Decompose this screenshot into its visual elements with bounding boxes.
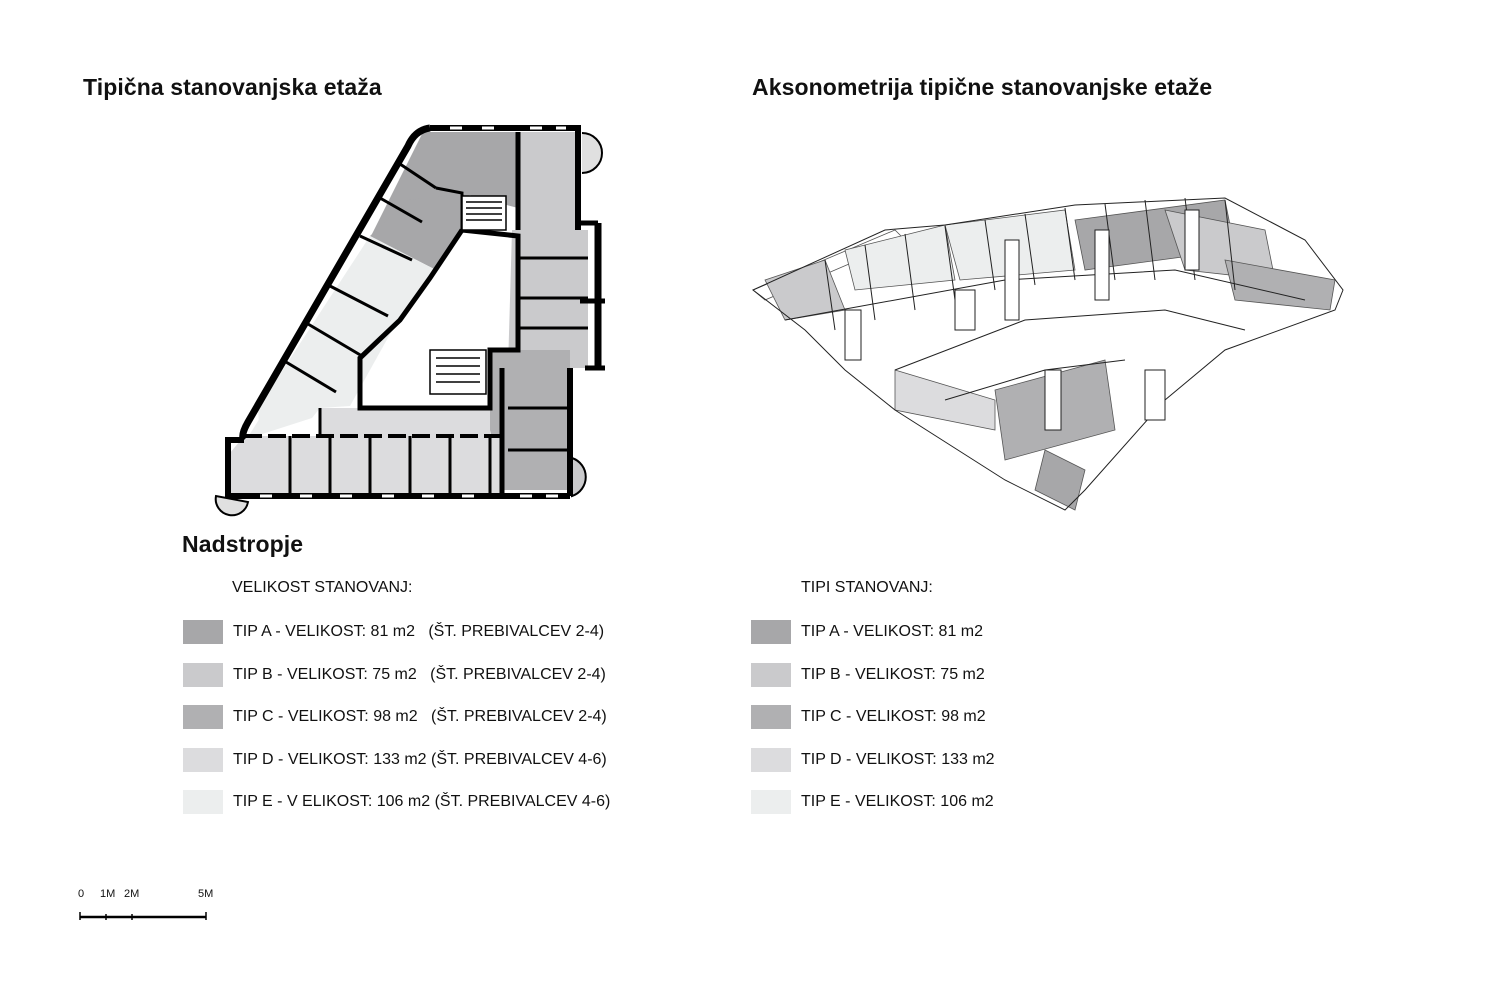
legend-item: TIP E - V ELIKOST: 106 m2 (ŠT. PREBIVALC… xyxy=(183,790,610,814)
legend-swatch xyxy=(751,790,791,814)
legend-item: TIP A - VELIKOST: 81 m2 xyxy=(751,620,983,644)
legend-swatch xyxy=(751,747,791,772)
axo-fills xyxy=(752,199,1336,511)
legend-label: TIP D - VELIKOST: 133 m2 (ŠT. PREBIVALCE… xyxy=(233,750,607,768)
legend-label: TIP E - V ELIKOST: 106 m2 (ŠT. PREBIVALC… xyxy=(233,793,611,810)
legend-label: TIP B - VELIKOST: 75 m2 (ŠT. PREBIVALCEV… xyxy=(233,665,606,683)
legend-swatch xyxy=(183,620,223,644)
legend-swatch xyxy=(183,790,223,814)
legend-item: TIP E - VELIKOST: 106 m2 xyxy=(751,790,994,814)
scale-label-2m: 2M xyxy=(124,888,140,900)
axo-walls xyxy=(752,197,1344,511)
legend-item: TIP B - VELIKOST: 75 m2 (ŠT. PREBIVALCEV… xyxy=(183,662,606,687)
scale-label-0: 0 xyxy=(78,888,85,900)
floor-title: Nadstropje xyxy=(182,531,304,557)
plan-apartment-fills xyxy=(230,132,588,496)
legend-swatch xyxy=(751,662,791,687)
plan-stairs xyxy=(429,195,507,395)
scale-label-1m: 1M xyxy=(100,888,116,900)
legend-swatch xyxy=(183,747,223,772)
legend-swatch xyxy=(751,705,791,729)
legend-label: TIP C - VELIKOST: 98 m2 xyxy=(801,708,986,725)
axonometry-drawing xyxy=(752,197,1344,511)
scale-line xyxy=(79,912,207,920)
axonometry-title: Aksonometrija tipične stanovanjske etaže xyxy=(752,74,1213,100)
legend-label: TIP A - VELIKOST: 81 m2 xyxy=(801,623,984,640)
plan-round-bays xyxy=(214,132,603,517)
legend-label: TIP B - VELIKOST: 75 m2 xyxy=(801,665,985,683)
legend-right-heading: TIPI STANOVANJ: xyxy=(801,579,933,596)
legend-label: TIP A - VELIKOST: 81 m2 (ŠT. PREBIVALCEV… xyxy=(233,623,605,640)
scale-label-5m: 5M xyxy=(198,888,214,900)
legend-item: TIP D - VELIKOST: 133 m2 xyxy=(751,747,995,772)
legend-item: TIP C - VELIKOST: 98 m2 (ŠT. PREBIVALCEV… xyxy=(183,705,607,729)
plan-window-marks xyxy=(260,126,566,498)
floor-plan-drawing xyxy=(214,124,605,517)
legend-label: TIP E - VELIKOST: 106 m2 xyxy=(801,793,994,810)
legend-label: TIP D - VELIKOST: 133 m2 xyxy=(801,750,995,768)
legend-item: TIP D - VELIKOST: 133 m2 (ŠT. PREBIVALCE… xyxy=(183,747,607,772)
legend-swatch xyxy=(751,620,791,644)
legend-item: TIP C - VELIKOST: 98 m2 xyxy=(751,705,986,729)
legend-swatch xyxy=(183,662,223,687)
legend-item: TIP A - VELIKOST: 81 m2 (ŠT. PREBIVALCEV… xyxy=(183,620,604,644)
legend-swatch xyxy=(183,705,223,729)
legend-left-heading: VELIKOST STANOVANJ: xyxy=(232,579,413,596)
legend-label: TIP C - VELIKOST: 98 m2 (ŠT. PREBIVALCEV… xyxy=(233,708,607,725)
plan-walls xyxy=(225,124,605,499)
legend-item: TIP B - VELIKOST: 75 m2 xyxy=(751,662,985,687)
scale-bar: 0 1M 2M 5M xyxy=(78,888,218,928)
plan-title: Tipična stanovanjska etaža xyxy=(83,74,382,100)
